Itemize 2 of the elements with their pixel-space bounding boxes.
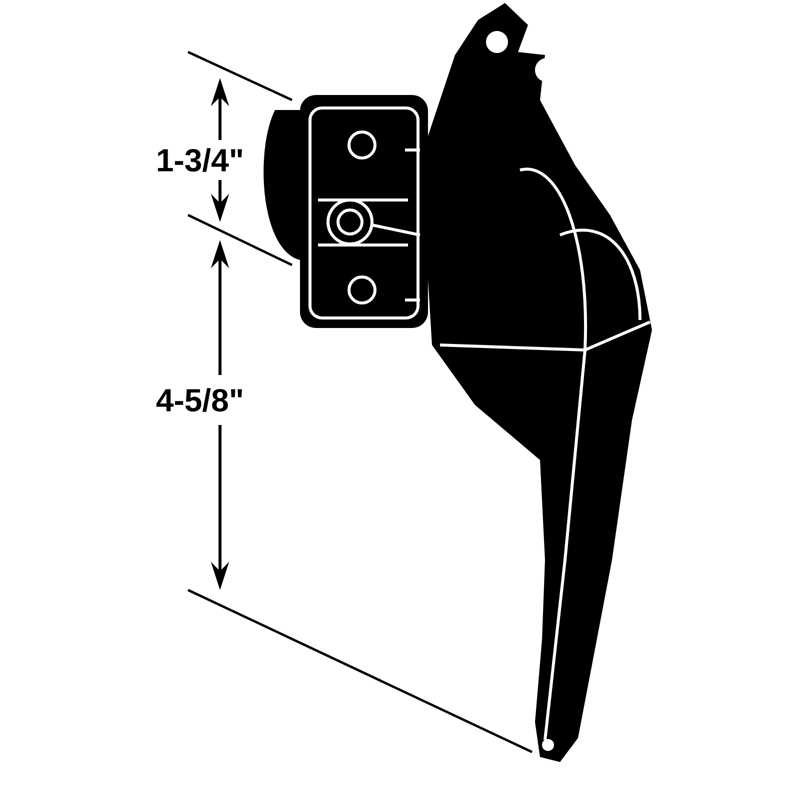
dimension-label: 1-3/4" [158, 148, 242, 172]
dimension-label: 4-5/8" [156, 388, 242, 412]
